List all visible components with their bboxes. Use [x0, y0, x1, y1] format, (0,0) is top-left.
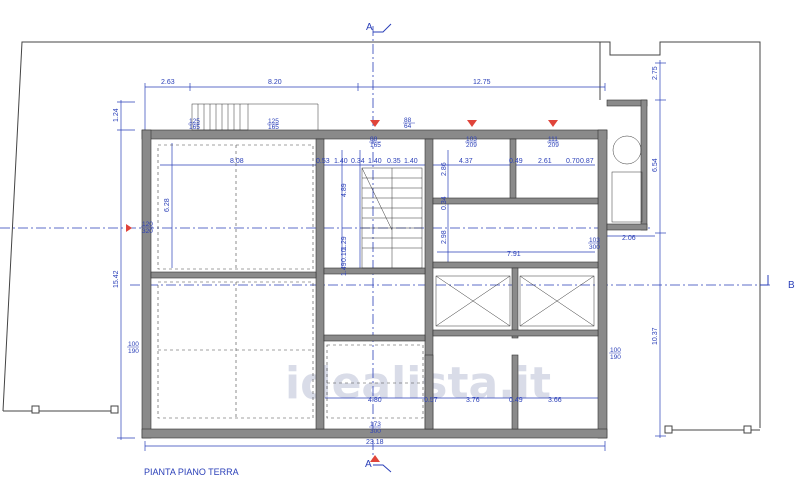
dim-7-91: 7.91 [507, 251, 521, 258]
dim-0-70: 0.70 [566, 158, 580, 165]
dim-0-53: 0.53 [316, 158, 330, 165]
dim-2-75: 2.75 [652, 66, 659, 80]
site-boundary [2, 41, 761, 434]
dim-6-54: 6.54 [652, 158, 659, 172]
dim-0-57: 0.57 [424, 397, 438, 404]
dim-12-75: 12.75 [473, 79, 491, 86]
opening-w10-bottom: 190 [610, 354, 621, 361]
building-walls [141, 99, 648, 439]
dim-0-10: 0.10 [341, 248, 348, 262]
dim-3-76: 3.76 [466, 397, 480, 404]
opening-w11-bottom: 300 [370, 428, 381, 435]
staircase [191, 103, 643, 327]
opening-w5-top: 103 [466, 136, 477, 143]
dim-8-20: 8.20 [268, 79, 282, 86]
section-label-b: B [788, 280, 795, 291]
opening-w10-top: 100 [610, 347, 621, 354]
opening-w2-bottom: 165 [268, 124, 279, 131]
opening-w7-top: 120 [142, 221, 153, 228]
dim-1-29: 1.29 [341, 236, 348, 250]
dim-0-35: 0.35 [387, 158, 401, 165]
dim-2-06: 2.06 [622, 235, 636, 242]
watermark: idealista.it [285, 358, 551, 409]
dim-4-80: 4.80 [368, 397, 382, 404]
dim-10-37: 10.37 [652, 327, 659, 345]
dim-0-34: 0.34 [351, 158, 365, 165]
opening-w7-bottom: 320 [142, 228, 153, 235]
dim-0-49-a: 0.49 [509, 158, 523, 165]
opening-w5-bottom: 209 [466, 142, 477, 149]
opening-w2-top: 125 [268, 118, 279, 125]
plan-title: PIANTA PIANO TERRA [144, 467, 239, 477]
opening-w3-top: 88 [370, 136, 378, 143]
opening-w4-top: 88 [404, 117, 412, 124]
dimension-labels: 2.63 8.20 12.75 1.24 15.42 2.75 6.54 10.… [113, 66, 659, 446]
opening-w8-bottom: 300 [589, 244, 600, 251]
opening-w9-top: 100 [128, 341, 139, 348]
section-markers [373, 23, 769, 473]
dim-2-86: 2.86 [441, 162, 448, 176]
window-markers [126, 120, 558, 462]
opening-w9-bottom: 190 [128, 348, 139, 355]
dim-23-18: 23.18 [366, 439, 384, 446]
dim-2-98: 2.98 [441, 230, 448, 244]
opening-w4-bottom: 64 [404, 123, 412, 130]
dimension-lines [117, 60, 666, 451]
opening-labels: 125 165 125 165 88 165 88 64 103 209 111… [127, 117, 621, 435]
dim-6-28: 6.28 [164, 198, 171, 212]
section-label-a-bottom: A [365, 459, 372, 470]
dim-1-24: 1.24 [113, 108, 120, 122]
opening-w8-top: 103 [589, 237, 600, 244]
dim-4-37: 4.37 [459, 158, 473, 165]
section-label-a-top: A [366, 22, 373, 33]
dim-1-40-a: 1.40 [334, 158, 348, 165]
dim-2-63: 2.63 [161, 79, 175, 86]
opening-w6-bottom: 209 [548, 142, 559, 149]
dim-0-34-v: 0.34 [441, 196, 448, 210]
dim-0-49-b: 0.49 [509, 397, 523, 404]
dim-8-08: 8.08 [230, 158, 244, 165]
dim-1-49: 1.49 [341, 262, 348, 276]
dim-1-40-b: 1.40 [368, 158, 382, 165]
dim-15-42: 15.42 [113, 270, 120, 288]
dim-4-89: 4.89 [341, 183, 348, 197]
vault-outlines [157, 144, 424, 419]
opening-w1-top: 125 [189, 118, 200, 125]
section-lines [0, 26, 770, 462]
dim-0-87: 0.87 [580, 158, 594, 165]
dim-3-66: 3.66 [548, 397, 562, 404]
opening-w6-top: 111 [548, 136, 558, 143]
opening-w1-bottom: 165 [189, 124, 200, 131]
dim-2-61: 2.61 [538, 158, 552, 165]
opening-w3-bottom: 165 [370, 142, 381, 149]
dim-1-40-c: 1.40 [404, 158, 418, 165]
opening-w11-top: 173 [370, 421, 381, 428]
